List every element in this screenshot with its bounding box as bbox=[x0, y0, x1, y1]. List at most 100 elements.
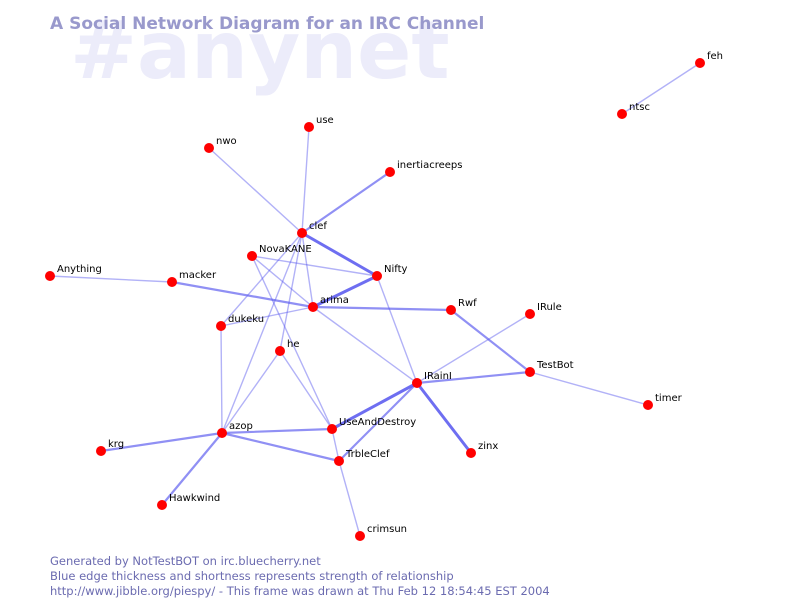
node-label-TestBot: TestBot bbox=[536, 360, 574, 371]
node-label-macker: macker bbox=[179, 270, 217, 281]
node-label-arima: arima bbox=[320, 295, 349, 306]
node-layer: fehntscusenwoinertiacreepsclefNovaKANENi… bbox=[45, 51, 723, 541]
node-label-krg: krg bbox=[108, 439, 124, 450]
edge-azop-UseAndDestroy bbox=[220, 427, 334, 435]
node-dot-Anything bbox=[45, 271, 55, 281]
edge-IRainI-UseAndDestroy bbox=[330, 381, 419, 431]
node-dot-IRule bbox=[525, 309, 535, 319]
node-Anything: Anything bbox=[45, 264, 102, 281]
node-label-TrbleClef: TrbleClef bbox=[345, 449, 390, 460]
edge-clef-Nifty bbox=[300, 231, 379, 278]
edge-TrbleClef-crimsun bbox=[338, 460, 361, 537]
edge-NovaKANE-Nifty bbox=[251, 255, 378, 277]
node-dot-use bbox=[304, 122, 314, 132]
node-label-timer: timer bbox=[655, 393, 683, 404]
edge-inertiacreeps-clef bbox=[300, 170, 392, 235]
node-dot-he bbox=[275, 346, 285, 356]
edge-clef-dukeku bbox=[220, 232, 303, 327]
node-label-dukeku: dukeku bbox=[228, 314, 264, 325]
edge-TestBot-IRainI bbox=[415, 370, 532, 385]
node-dot-nwo bbox=[204, 143, 214, 153]
edge-Rwf-TestBot bbox=[449, 308, 532, 374]
edge-clef-arima bbox=[301, 232, 314, 308]
node-ntsc: ntsc bbox=[617, 102, 650, 119]
node-IRule: IRule bbox=[525, 302, 562, 319]
node-label-Rwf: Rwf bbox=[458, 298, 477, 309]
node-dot-TestBot bbox=[525, 367, 535, 377]
node-feh: feh bbox=[695, 51, 723, 68]
node-dot-krg bbox=[96, 446, 106, 456]
node-macker: macker bbox=[167, 270, 217, 287]
node-label-crimsun: crimsun bbox=[367, 524, 407, 535]
node-label-clef: clef bbox=[309, 221, 327, 232]
node-label-feh: feh bbox=[707, 51, 723, 62]
node-label-Hawkwind: Hawkwind bbox=[169, 493, 220, 504]
node-label-he: he bbox=[287, 339, 300, 350]
node-dot-inertiacreeps bbox=[385, 167, 395, 177]
node-label-NovaKANE: NovaKANE bbox=[259, 244, 312, 255]
edge-clef-azop bbox=[221, 232, 303, 434]
node-label-IRule: IRule bbox=[537, 302, 562, 313]
node-crimsun: crimsun bbox=[355, 524, 407, 541]
node-label-Anything: Anything bbox=[57, 264, 102, 275]
edge-he-azop bbox=[221, 350, 281, 434]
node-label-Nifty: Nifty bbox=[384, 264, 408, 275]
edge-UseAndDestroy-TrbleClef bbox=[331, 428, 340, 462]
diagram-title: A Social Network Diagram for an IRC Chan… bbox=[50, 14, 484, 34]
edge-use-clef bbox=[301, 126, 310, 234]
node-label-nwo: nwo bbox=[216, 136, 237, 147]
node-dot-azop bbox=[217, 428, 227, 438]
edge-NovaKANE-arima bbox=[251, 255, 314, 308]
node-UseAndDestroy: UseAndDestroy bbox=[327, 417, 416, 434]
node-inertiacreeps: inertiacreeps bbox=[385, 160, 462, 177]
node-dot-ntsc bbox=[617, 109, 627, 119]
node-dot-zinx bbox=[466, 448, 476, 458]
node-dot-feh bbox=[695, 58, 705, 68]
node-zinx: zinx bbox=[466, 441, 498, 458]
node-dot-crimsun bbox=[355, 531, 365, 541]
node-clef: clef bbox=[297, 221, 327, 238]
edge-Nifty-IRainI bbox=[376, 275, 418, 384]
node-label-azop: azop bbox=[229, 421, 253, 432]
node-NovaKANE: NovaKANE bbox=[247, 244, 312, 261]
edge-dukeku-azop bbox=[220, 325, 223, 434]
node-dot-Rwf bbox=[446, 305, 456, 315]
node-dot-dukeku bbox=[216, 321, 226, 331]
edge-NovaKANE-UseAndDestroy bbox=[251, 255, 333, 430]
node-dot-arima bbox=[308, 302, 318, 312]
footer-url-timestamp: http://www.jibble.org/piespy/ - This fra… bbox=[50, 584, 550, 598]
node-label-IRainI: IRainI bbox=[424, 371, 452, 382]
edge-IRainI-TrbleClef bbox=[337, 381, 419, 463]
node-arima: arima bbox=[308, 295, 349, 312]
node-Nifty: Nifty bbox=[372, 264, 408, 281]
edge-IRainI-zinx bbox=[415, 381, 473, 455]
edge-layer bbox=[49, 62, 701, 537]
edge-azop-krg bbox=[99, 431, 224, 453]
node-label-inertiacreeps: inertiacreeps bbox=[397, 160, 462, 171]
node-dot-timer bbox=[643, 400, 653, 410]
channel-watermark: #anynet bbox=[70, 4, 450, 97]
node-label-zinx: zinx bbox=[478, 441, 498, 452]
footer-generated-by: Generated by NotTestBOT on irc.bluecherr… bbox=[50, 554, 321, 568]
node-dukeku: dukeku bbox=[216, 314, 264, 331]
node-dot-NovaKANE bbox=[247, 251, 257, 261]
node-azop: azop bbox=[217, 421, 253, 438]
node-krg: krg bbox=[96, 439, 124, 456]
edge-TestBot-timer bbox=[529, 371, 649, 406]
node-dot-UseAndDestroy bbox=[327, 424, 337, 434]
edge-arima-Rwf bbox=[311, 305, 453, 312]
edge-clef-he bbox=[279, 232, 303, 352]
node-nwo: nwo bbox=[204, 136, 237, 153]
node-dot-Hawkwind bbox=[157, 500, 167, 510]
node-TrbleClef: TrbleClef bbox=[334, 449, 390, 466]
footer-legend-note: Blue edge thickness and shortness repres… bbox=[50, 569, 454, 583]
edge-nwo-clef bbox=[208, 147, 303, 234]
edge-arima-IRainI bbox=[312, 306, 418, 384]
edge-azop-Hawkwind bbox=[160, 431, 224, 507]
node-label-ntsc: ntsc bbox=[629, 102, 650, 113]
edge-feh-ntsc bbox=[621, 62, 701, 115]
edge-macker-arima bbox=[170, 280, 315, 309]
node-dot-macker bbox=[167, 277, 177, 287]
